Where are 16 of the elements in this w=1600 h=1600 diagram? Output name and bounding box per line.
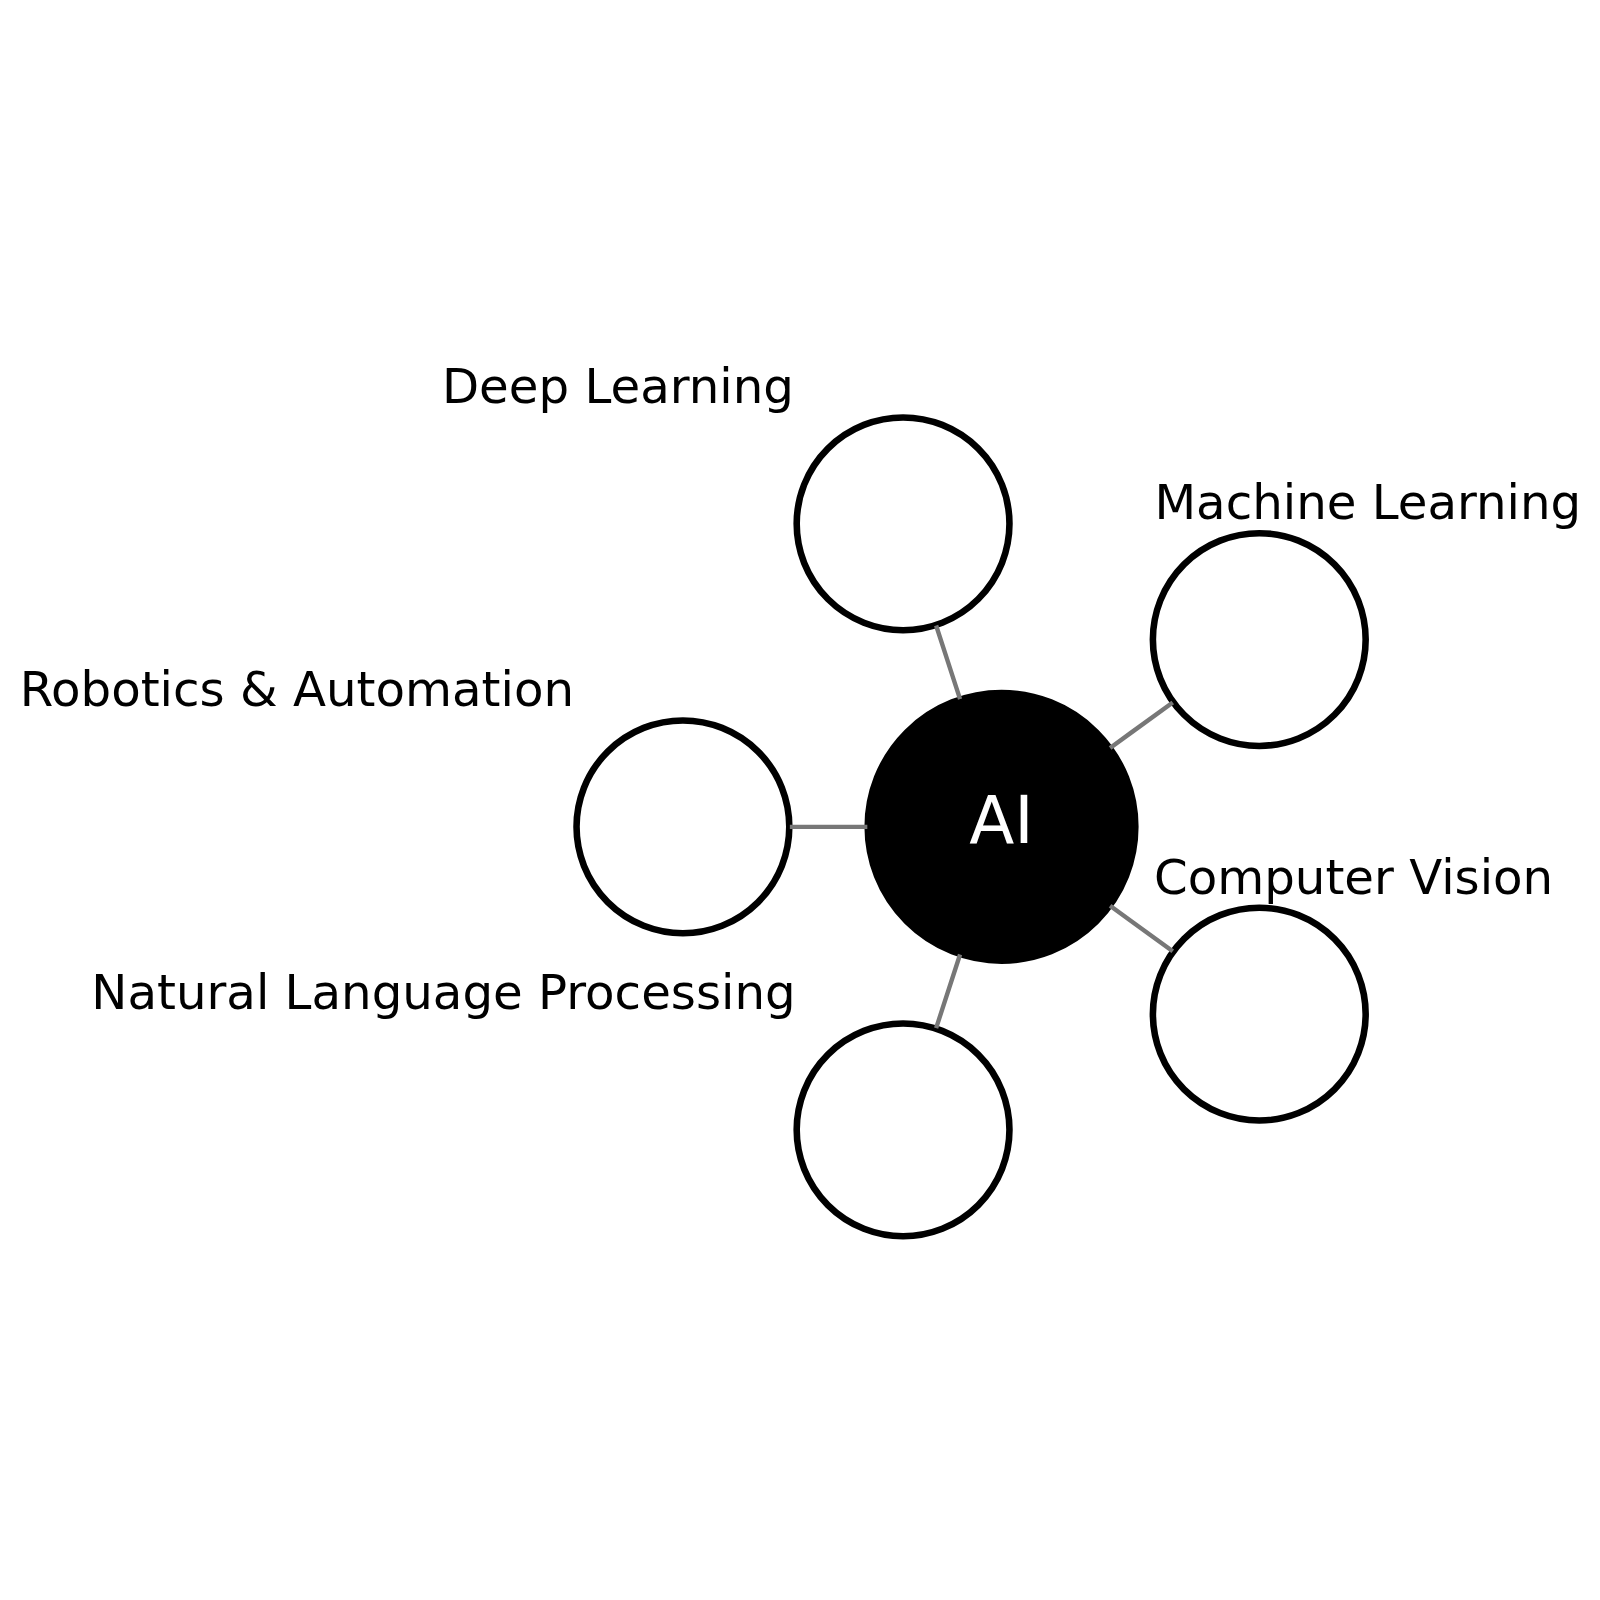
- node-label: Robotics & Automation: [19, 660, 575, 717]
- connector: [934, 624, 963, 700]
- connector: [1108, 700, 1175, 750]
- node-circle: [573, 716, 793, 936]
- connector: [1108, 903, 1175, 953]
- node-circle: [793, 1019, 1013, 1239]
- node-label: Machine Learning: [1154, 473, 1582, 530]
- node-circle: [793, 413, 1013, 633]
- connector: [789, 824, 868, 829]
- node-label: Computer Vision: [1153, 848, 1554, 905]
- node-circle: AI: [864, 689, 1139, 964]
- node-circle: [1149, 903, 1369, 1124]
- connector: [934, 953, 963, 1029]
- node-label: Deep Learning: [441, 357, 794, 414]
- node-circle: [1149, 529, 1369, 749]
- node-label: Natural Language Processing: [91, 963, 796, 1020]
